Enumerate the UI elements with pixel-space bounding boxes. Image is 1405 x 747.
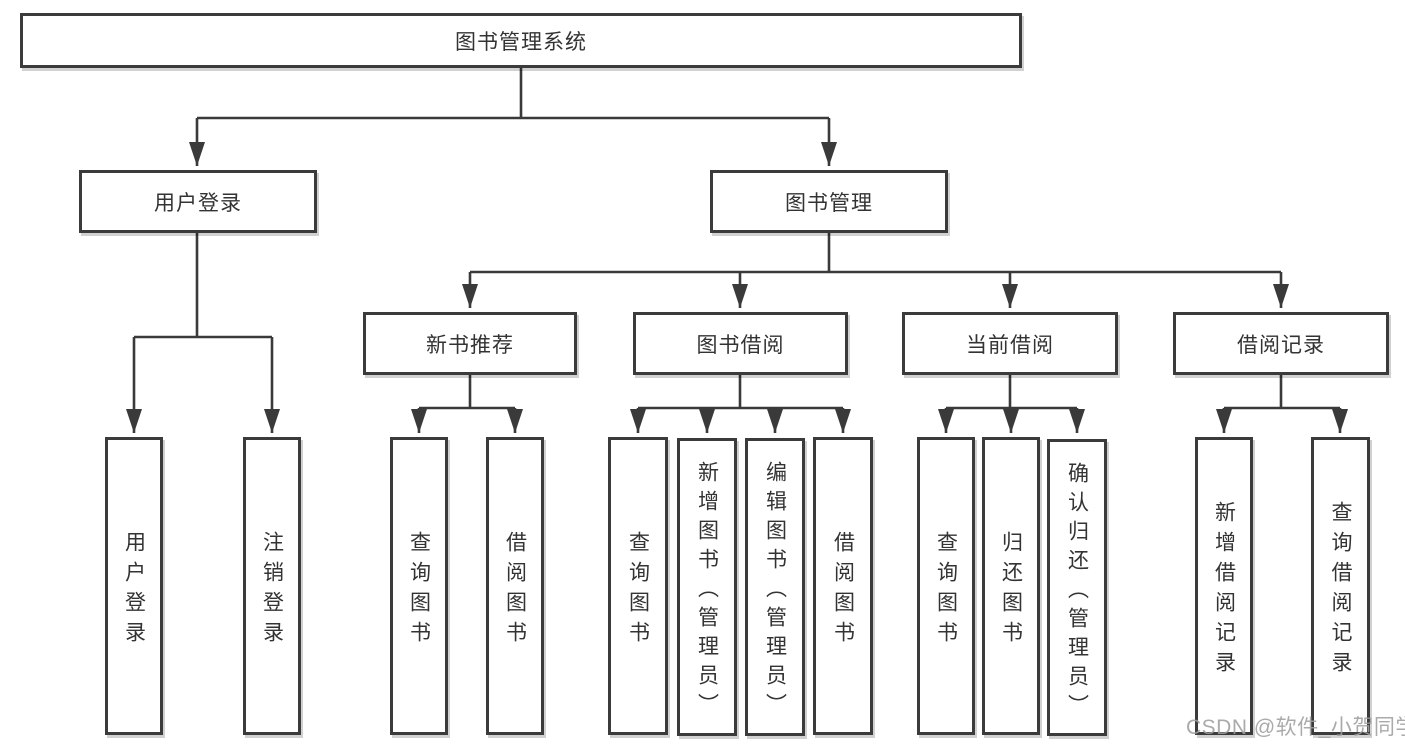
node-current-borrow: 当前借阅	[902, 312, 1118, 375]
node-borrow-records-label: 借阅记录	[1237, 333, 1325, 357]
node-nbr-query: 查询图书	[390, 437, 448, 735]
node-bb-borrow: 借阅图书	[813, 437, 873, 735]
node-nbr-query-label: 查询图书	[407, 530, 431, 651]
node-cb-return-label: 归还图书	[999, 530, 1023, 651]
node-cb-confirm: 确认归还（管理员）	[1047, 439, 1107, 736]
node-book-borrow-label: 图书借阅	[696, 333, 785, 357]
node-br-add-label: 新增借阅记录	[1212, 500, 1236, 681]
node-borrow-records: 借阅记录	[1173, 312, 1389, 375]
watermark: CSDN @软件_小贺同学	[1186, 716, 1405, 739]
node-root-label: 图书管理系统	[455, 30, 587, 54]
node-ul-logout-label: 注销登录	[260, 530, 284, 651]
node-cb-query-label: 查询图书	[934, 530, 958, 651]
node-new-book-rec: 新书推荐	[363, 312, 577, 375]
node-bb-edit: 编辑图书（管理员）	[745, 438, 805, 736]
node-cb-query: 查询图书	[917, 437, 975, 735]
node-nbr-borrow-label: 借阅图书	[503, 530, 527, 651]
node-bb-edit-label: 编辑图书（管理员）	[763, 461, 787, 722]
node-book-mgmt: 图书管理	[710, 170, 948, 233]
node-bb-borrow-label: 借阅图书	[831, 530, 855, 651]
node-ul-login-label: 用户登录	[122, 530, 146, 651]
node-bb-add: 新增图书（管理员）	[677, 438, 737, 736]
node-ul-logout: 注销登录	[243, 437, 301, 735]
node-br-query: 查询借阅记录	[1311, 437, 1370, 735]
node-br-query-label: 查询借阅记录	[1329, 500, 1352, 681]
node-bb-query: 查询图书	[608, 437, 668, 735]
node-current-borrow-label: 当前借阅	[966, 333, 1054, 357]
node-ul-login: 用户登录	[105, 437, 163, 735]
node-book-borrow: 图书借阅	[633, 312, 848, 375]
node-cb-return: 归还图书	[982, 437, 1040, 735]
node-cb-confirm-label: 确认归还（管理员）	[1065, 461, 1089, 723]
node-book-mgmt-label: 图书管理	[785, 191, 873, 215]
node-root: 图书管理系统	[20, 13, 1022, 68]
node-br-add: 新增借阅记录	[1195, 437, 1253, 735]
node-user-login-label: 用户登录	[154, 191, 242, 215]
node-new-book-rec-label: 新书推荐	[426, 333, 514, 357]
node-nbr-borrow: 借阅图书	[486, 437, 544, 735]
node-bb-add-label: 新增图书（管理员）	[695, 461, 719, 722]
node-bb-query-label: 查询图书	[626, 530, 650, 651]
node-user-login: 用户登录	[79, 170, 317, 233]
